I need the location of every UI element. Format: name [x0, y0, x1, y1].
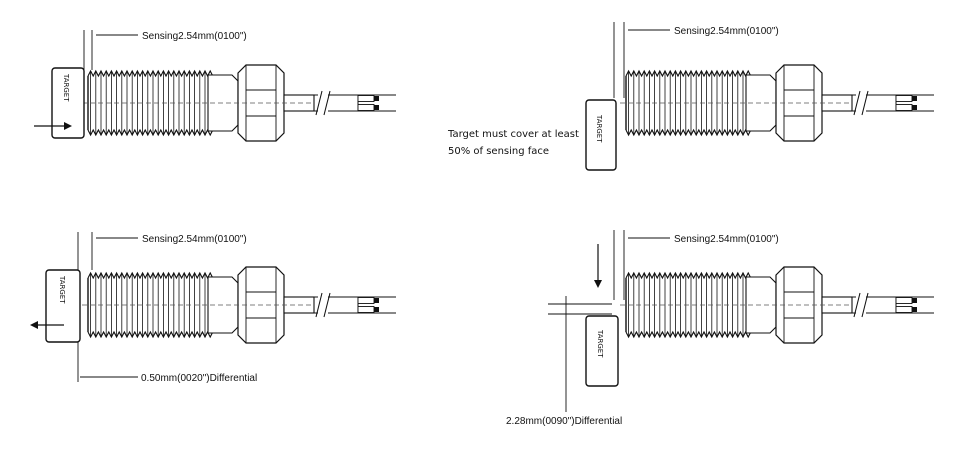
cable-wire [357, 306, 375, 313]
wire-tip [912, 105, 917, 110]
sensing-distance-label: Sensing2.54mm(0100") [674, 26, 779, 37]
thread-top-edge [87, 271, 214, 280]
cable-break-gap [318, 91, 328, 115]
wire-tip [912, 298, 917, 303]
arrowhead-left-icon [30, 321, 38, 329]
wire-tip [374, 298, 379, 303]
coverage-note-line-1: Target must cover at least [447, 129, 579, 140]
thread-bottom-edge [625, 128, 752, 137]
thread-top-edge [87, 69, 214, 78]
cable-break-mark [853, 90, 861, 116]
cable-wire [357, 95, 375, 102]
target-label: TARGET [595, 114, 603, 143]
differential-label: 0.50mm(0020")Differential [141, 373, 257, 384]
cable-wire [895, 95, 913, 102]
cable-break-mark [315, 292, 323, 318]
target-block [585, 315, 619, 387]
wire-tip [912, 307, 917, 312]
cable-break-mark [861, 90, 869, 116]
cable-wire [357, 104, 375, 111]
cable-break-mark [315, 90, 323, 116]
cable-break-mark [323, 90, 331, 116]
cable-wire [895, 306, 913, 313]
target-label: TARGET [596, 329, 604, 358]
sensing-distance-label: Sensing2.54mm(0100") [142, 31, 247, 42]
cable-break-gap [318, 293, 328, 317]
target-label: TARGET [62, 73, 70, 102]
wire-tip [374, 307, 379, 312]
differential-label: 2.28mm(0090")Differential [506, 416, 622, 427]
sensor-body [82, 64, 396, 142]
cable-break-mark [323, 292, 331, 318]
thread-bottom-edge [625, 330, 752, 339]
cable-wire [895, 104, 913, 111]
sensor-body [620, 266, 934, 344]
panel-lateral-differential: Sensing2.54mm(0100") TARGET 2.28mm(0090"… [506, 230, 934, 427]
target-block [51, 67, 85, 139]
wire-tip [374, 105, 379, 110]
wire-tip [912, 96, 917, 101]
target-block [585, 99, 617, 171]
panel-axial-differential: Sensing2.54mm(0100") TARGET 0.50mm(0020"… [30, 232, 396, 384]
sensing-distance-label: Sensing2.54mm(0100") [674, 234, 779, 245]
thread-bottom-edge [87, 330, 214, 339]
sensor-body [82, 266, 396, 344]
cable-break-mark [853, 292, 861, 318]
wire-tip [374, 96, 379, 101]
cable-break-gap [856, 293, 866, 317]
panel-lateral-coverage: Sensing2.54mm(0100") TARGET Target must … [447, 22, 934, 171]
thread-bottom-edge [87, 128, 214, 137]
cable-wire [895, 297, 913, 304]
thread-top-edge [625, 271, 752, 280]
cable-break-mark [861, 292, 869, 318]
sensor-body [620, 64, 934, 142]
thread-top-edge [625, 69, 752, 78]
target-label: TARGET [58, 275, 66, 304]
arrowhead-right-icon [64, 122, 72, 130]
arrowhead-down-icon [594, 280, 602, 288]
panel-axial-approach: Sensing2.54mm(0100") TARGET [34, 30, 396, 142]
cable-break-gap [856, 91, 866, 115]
target-block [45, 269, 81, 343]
coverage-note-line-2: 50% of sensing face [448, 146, 549, 157]
sensing-distance-label: Sensing2.54mm(0100") [142, 234, 247, 245]
cable-wire [357, 297, 375, 304]
